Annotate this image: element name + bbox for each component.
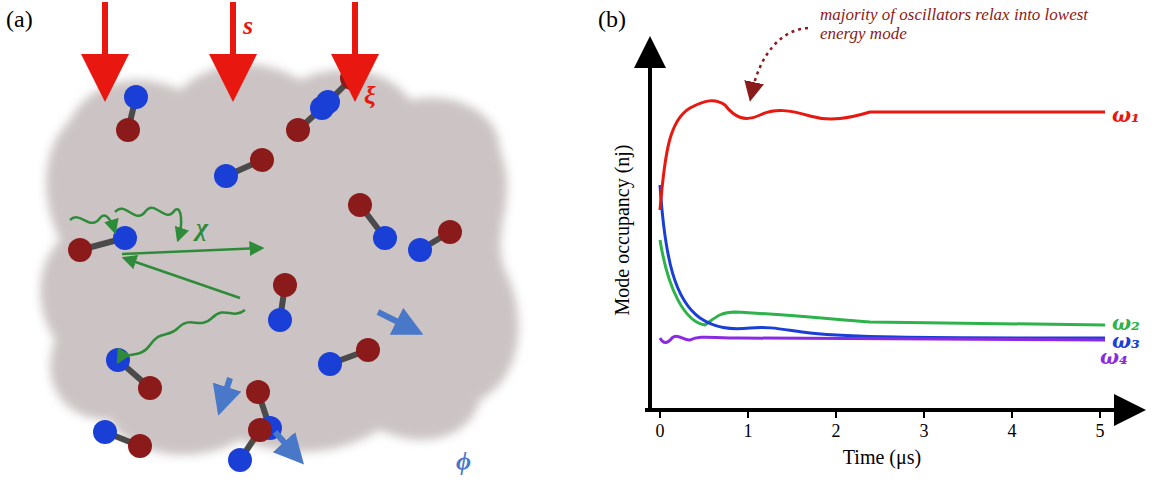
panel-letter: (b) xyxy=(598,6,626,32)
atom xyxy=(373,226,397,250)
atom xyxy=(128,434,152,458)
atom xyxy=(268,308,292,332)
symbol-label: χ xyxy=(196,214,208,243)
atom xyxy=(286,118,310,142)
atom xyxy=(438,220,462,244)
atom xyxy=(214,164,238,188)
tick xyxy=(923,410,925,418)
axis-title: Time (μs) xyxy=(843,446,921,468)
callout-arrow xyxy=(752,28,808,92)
tick-label: 4 xyxy=(1008,422,1017,442)
atom xyxy=(68,238,92,262)
atom xyxy=(93,420,117,444)
tick xyxy=(747,410,749,418)
atom xyxy=(273,273,297,297)
loss-arrows xyxy=(220,312,418,460)
atom xyxy=(250,148,274,172)
coupling-arrows xyxy=(70,208,262,362)
atom xyxy=(408,238,432,262)
symbol-label: ξ xyxy=(364,82,376,111)
occupancy-curves xyxy=(660,101,1105,343)
atom xyxy=(318,352,342,376)
medium-blob xyxy=(40,64,518,455)
atom xyxy=(228,448,252,472)
curve-label: ω₄ xyxy=(1100,346,1128,368)
tick xyxy=(1099,410,1101,418)
atom xyxy=(116,118,140,142)
annotation: majority of oscillators relax into lowes… xyxy=(820,6,1100,43)
panel-letter: (a) xyxy=(6,6,33,32)
atom xyxy=(124,85,148,109)
drive-arrows xyxy=(105,2,355,78)
tick-marks xyxy=(660,410,1100,418)
tick xyxy=(659,410,661,418)
tick-label: 1 xyxy=(744,422,753,442)
symbol-label: s xyxy=(243,12,253,41)
atom xyxy=(246,380,270,404)
tick-label: 5 xyxy=(1096,422,1105,442)
tick-label: 2 xyxy=(832,422,841,442)
atom xyxy=(348,193,372,217)
atom xyxy=(113,226,137,250)
tick-label: 0 xyxy=(656,422,665,442)
tick xyxy=(1011,410,1013,418)
tick xyxy=(835,410,837,418)
curve-label: ω₁ xyxy=(1112,104,1140,126)
atom xyxy=(316,90,340,114)
atom xyxy=(356,338,380,362)
atom xyxy=(248,418,272,442)
axes xyxy=(645,52,1130,412)
atom xyxy=(138,376,162,400)
axis-title: Mode occupancy (nj) xyxy=(611,144,633,315)
symbol-label: ϕ xyxy=(456,448,471,477)
tick-label: 3 xyxy=(920,422,929,442)
